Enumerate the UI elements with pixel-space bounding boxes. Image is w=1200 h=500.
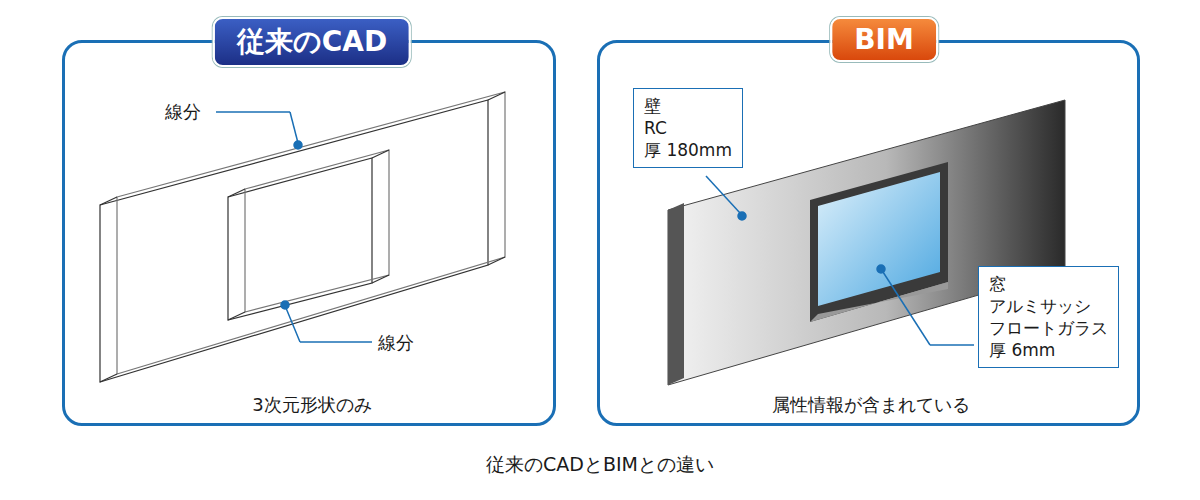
attribute-line: 壁 <box>644 95 732 117</box>
attribute-line: 窓 <box>989 273 1108 295</box>
bim-panel: BIM属性情報が含まれている壁RC厚 180mm窓アルミサッシフロートガラス厚 … <box>597 40 1140 426</box>
cad-panel: 従来のCAD3次元形状のみ <box>62 40 556 426</box>
panel-title: BIM <box>830 17 938 62</box>
attribute-callout: 窓アルミサッシフロートガラス厚 6mm <box>978 266 1119 368</box>
wireframe-wall <box>100 92 505 382</box>
attribute-line: 厚 6mm <box>989 339 1108 361</box>
leader-line <box>216 112 372 342</box>
attribute-line: アルミサッシ <box>989 295 1108 317</box>
part-label: 線分 <box>376 331 416 355</box>
attribute-line: 厚 180mm <box>644 139 732 161</box>
panel-note: 属性情報が含まれている <box>772 393 970 417</box>
caption: 従来のCADとBIMとの違い <box>486 452 714 478</box>
panel-title: 従来のCAD <box>213 17 411 67</box>
attribute-line: RC <box>644 117 732 139</box>
panel-note: 3次元形状のみ <box>252 393 371 417</box>
attribute-callout: 壁RC厚 180mm <box>633 88 743 168</box>
attribute-line: フロートガラス <box>989 317 1108 339</box>
leader-line <box>706 176 974 345</box>
part-label: 線分 <box>163 100 203 124</box>
